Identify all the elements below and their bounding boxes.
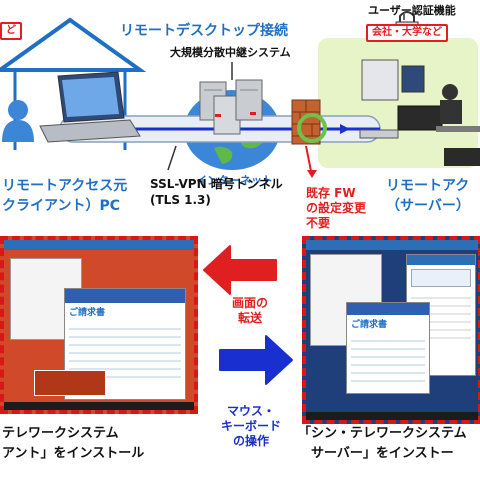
server-screenshot: ご請求書	[302, 236, 480, 424]
screen-transfer-line2: 転送	[237, 311, 262, 325]
fw-label-line1: 既存 FW	[306, 186, 356, 200]
auth-label: ユーザー認証機能	[368, 4, 456, 17]
fw-label: 既存 FW の設定変更 不要	[306, 186, 366, 231]
server-label-line1: リモートアク	[386, 178, 470, 194]
client-label-line2: クライアント）PC	[2, 198, 120, 214]
location-tag-left: ど	[0, 22, 22, 40]
ssl-label: SSL-VPN 暗号トンネル (TLS 1.3)	[150, 176, 283, 208]
server-window-titlebar	[306, 240, 478, 250]
fw-passthrough-ring	[297, 113, 327, 143]
client-doc-title: ご請求書	[69, 308, 106, 318]
client-screenshot: ご請求書	[0, 236, 198, 414]
server-document-window: ご請求書	[346, 302, 430, 394]
client-slide-thumbnail	[34, 370, 106, 396]
server-install-line1: 「シン・テレワークシステム	[298, 426, 467, 441]
server-label: リモートアク （サーバー）	[386, 176, 470, 216]
house-roof-icon	[0, 17, 147, 72]
client-label: リモートアクセス元 クライアント）PC	[2, 176, 127, 216]
internet-label: インターネット	[196, 174, 273, 187]
server-install-label: 「シン・テレワークシステム サーバー」をインストー	[298, 424, 467, 464]
ssl-label-line1: SSL-VPN 暗号トンネル	[150, 177, 283, 191]
client-install-line2: アント」をインストール	[2, 446, 145, 461]
client-install-line1: テレワークシステム	[2, 426, 119, 441]
fw-label-line2: の設定変更	[306, 201, 367, 215]
screen-transfer-line1: 画面の	[231, 296, 268, 310]
client-install-label: テレワークシステム アント」をインストール	[2, 424, 144, 464]
client-label-line1: リモートアクセス元	[2, 178, 128, 194]
network-diagram-svg	[0, 11, 480, 178]
input-operation-arrow	[219, 335, 293, 385]
client-window-titlebar	[4, 240, 194, 250]
fw-label-line3: 不要	[306, 216, 331, 230]
ssl-label-line2: (TLS 1.3)	[150, 193, 211, 207]
input-operation-label: マウス・ キーボード の操作	[206, 404, 296, 449]
screen-transfer-label: 画面の 転送	[210, 296, 290, 326]
user-icon	[8, 100, 28, 120]
server-taskbar	[306, 412, 478, 420]
remote-desktop-title: リモートデスクトップ接続	[120, 23, 288, 39]
input-operation-line2: キーボード	[220, 419, 281, 433]
office-user-icon	[442, 84, 458, 100]
screen-transfer-arrow	[203, 245, 277, 295]
input-operation-line1: マウス・	[226, 404, 275, 418]
server-doc-title: ご請求書	[351, 320, 388, 330]
input-operation-line3: の操作	[232, 434, 269, 448]
server-install-line2: サーバー」をインストー	[311, 446, 454, 461]
client-taskbar	[4, 402, 194, 410]
relay-system-label: 大規模分散中継システム	[170, 46, 291, 59]
server-label-line2: （サーバー）	[386, 198, 470, 214]
transfer-arrows-svg	[203, 245, 293, 385]
org-tag: 会社・大学など	[366, 24, 448, 42]
server-pc-icon	[361, 59, 399, 101]
